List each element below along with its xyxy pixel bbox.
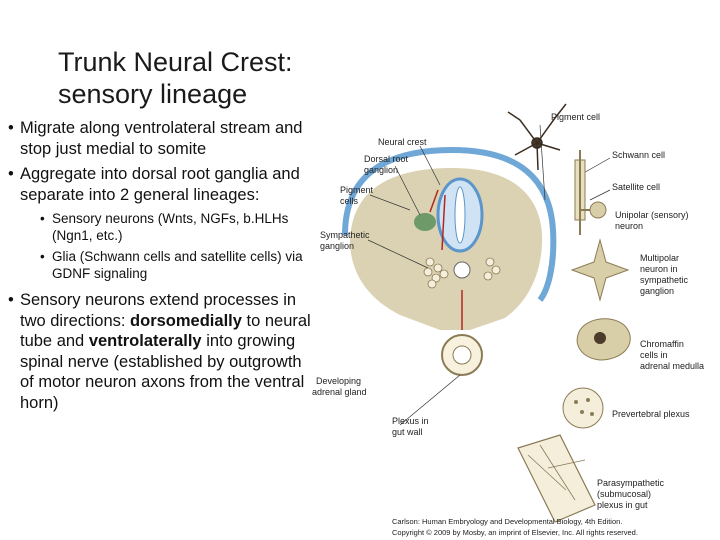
label-dorsal-root-2: ganglion [364,165,398,175]
bullet-item: • Migrate along ventrolateral stream and… [8,118,318,159]
bullet-bold-term: ventrolaterally [88,332,202,350]
bullet-bold-term: dorsomedially [130,311,242,330]
parasympathetic-plexus-icon [517,434,596,523]
sub-bullet-list: • Sensory neurons (Wnts, NGFs, b.HLHs (N… [8,210,318,282]
label-developing-1: Developing [316,376,361,386]
bullet-dot: • [40,211,45,226]
label-sympathetic-1: Sympathetic [320,230,370,240]
prevertebral-plexus-icon [562,387,604,429]
bullet-item: • Sensory neurons extend processes in tw… [8,290,318,413]
bullet-text: Aggregate into dorsal root ganglia and s… [20,165,300,204]
sub-bullet-item: • Sensory neurons (Wnts, NGFs, b.HLHs (N… [40,210,318,244]
bullet-text-part: Sensory neurons extend processes in two … [20,291,297,330]
bullet-text-part: to neural tube and [20,311,311,351]
label-plexus-gut-1: Plexus in [392,416,429,426]
bullet-dot: • [8,291,14,309]
slide-title: Trunk Neural Crest: sensory lineage [58,46,293,110]
label-sympathetic-2: ganglion [320,241,354,251]
label-pigment-cells-1: Pigment [340,185,374,195]
migration-arrows [429,189,463,330]
chromaffin-cells-icon [576,318,631,361]
label-multipolar-1: Multipolar [640,253,679,263]
label-parasympathetic-3: plexus in gut [597,500,648,510]
mesenchyme-tissue [350,168,543,330]
label-unipolar-2: neuron [615,221,643,231]
schwann-cell-icon [574,150,586,235]
bullet-item: • Aggregate into dorsal root ganglia and… [8,164,318,205]
label-chromaffin-2: cells in [640,350,668,360]
label-multipolar-2: neuron in [640,264,678,274]
label-pigment-cells-2: cells [340,196,359,206]
label-dorsal-root-1: Dorsal root [364,154,409,164]
pigment-cell-icon [507,103,567,171]
label-chromaffin-1: Chromaffin [640,339,684,349]
label-multipolar-3: sympathetic [640,275,689,285]
ectoderm-outline [342,146,557,302]
neural-crest-figure: Pigment cell Neural crest Dorsal root ga… [312,103,704,537]
label-satellite-cell: Satellite cell [612,182,660,192]
gut-lumen [452,345,472,365]
label-neural-crest: Neural crest [378,137,427,147]
label-prevertebral: Prevertebral plexus [612,409,690,419]
unipolar-neuron-icon [580,201,607,219]
label-chromaffin-3: adrenal medulla [640,361,704,371]
label-unipolar-1: Unipolar (sensory) [615,210,689,220]
notochord [453,261,471,279]
label-pigment-cell: Pigment cell [551,112,600,122]
dorsal-root-ganglion [414,213,436,231]
title-line-1: Trunk Neural Crest: [58,47,293,77]
figure-caption-line-1: Carlson: Human Embryology and Developmen… [392,517,622,526]
label-developing-2: adrenal gland [312,387,367,397]
bullet-text-part: into growing spinal nerve (established b… [20,332,305,412]
bullet-dot: • [8,165,14,183]
bullet-dot: • [40,249,45,264]
figure-caption-line-2: Copyright © 2009 by Mosby, an imprint of… [392,528,638,537]
bullet-list: • Migrate along ventrolateral stream and… [8,118,318,418]
neural-tube-lumen [454,186,466,244]
label-parasympathetic-1: Parasympathetic [597,478,665,488]
title-line-2: sensory lineage [58,79,248,109]
bullet-dot: • [8,119,14,137]
label-multipolar-4: ganglion [640,286,674,296]
sub-bullet-text: Glia (Schwann cells and satellite cells)… [52,249,303,281]
label-plexus-gut-2: gut wall [392,427,423,437]
bullet-text: Migrate along ventrolateral stream and s… [20,119,303,158]
sub-bullet-text: Sensory neurons (Wnts, NGFs, b.HLHs (Ngn… [52,211,289,243]
label-parasympathetic-2: (submucosal) [597,489,651,499]
label-schwann-cell: Schwann cell [612,150,665,160]
sub-bullet-item: • Glia (Schwann cells and satellite cell… [40,248,318,282]
multipolar-neuron-icon [570,238,630,302]
sympathetic-ganglion-cluster [423,257,501,289]
